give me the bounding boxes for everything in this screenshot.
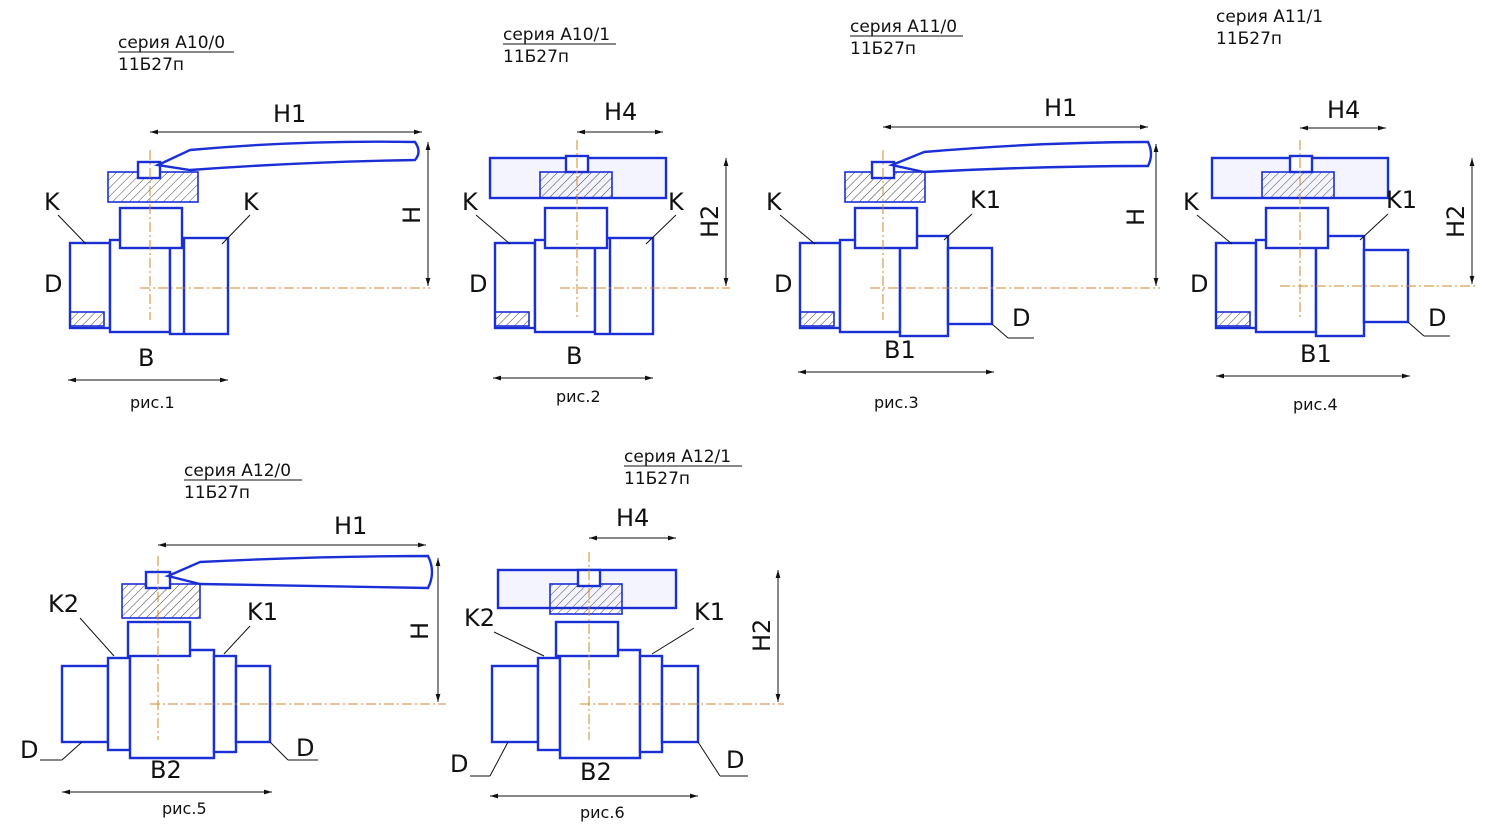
dim-label-bottom: B1 bbox=[1300, 340, 1332, 368]
figure-2: серия А10/1 11Б27п H4 H2 K K D B рис.2 bbox=[462, 25, 730, 406]
leader-right bbox=[651, 627, 695, 655]
d-label-left: D bbox=[774, 270, 792, 298]
leader-left bbox=[57, 214, 87, 245]
figure-caption: рис.2 bbox=[556, 387, 601, 406]
d-label-right: D bbox=[1012, 304, 1030, 332]
dim-label-bottom: B bbox=[566, 342, 582, 370]
valve-body bbox=[1210, 140, 1478, 338]
leader-d-left bbox=[489, 741, 509, 777]
conn-label-left: K2 bbox=[48, 590, 79, 618]
leader-d-right bbox=[269, 741, 289, 761]
dim-label-bottom: B1 bbox=[884, 336, 916, 364]
model-code: 11Б27п bbox=[118, 55, 184, 75]
series-title: серия А12/0 bbox=[184, 461, 291, 481]
leader-left bbox=[79, 617, 115, 657]
leader-d-right bbox=[991, 323, 1009, 339]
leader-d-right bbox=[1407, 321, 1425, 337]
d-label-right: D bbox=[726, 746, 744, 774]
valve-body bbox=[798, 140, 1160, 338]
d-label-left: D bbox=[1190, 270, 1208, 298]
model-code: 11Б27п bbox=[1216, 29, 1282, 49]
dim-label-top: H4 bbox=[616, 504, 649, 532]
conn-label-left: K2 bbox=[464, 604, 495, 632]
dim-label-bottom: B2 bbox=[580, 758, 612, 786]
d-label-left: D bbox=[469, 270, 487, 298]
figure-5: серия А12/0 11Б27п H1 H K2 K1 D D bbox=[20, 461, 446, 818]
dim-label-bottom: B2 bbox=[150, 756, 182, 784]
dim-label-top: H1 bbox=[273, 100, 306, 128]
dim-label-top: H1 bbox=[1044, 94, 1077, 122]
dim-label-side: H bbox=[406, 622, 434, 640]
leader-d-right bbox=[697, 741, 721, 777]
dim-label-side: H2 bbox=[1442, 205, 1470, 238]
conn-label-right: K1 bbox=[1386, 186, 1417, 214]
leader-left bbox=[493, 631, 545, 657]
series-title: серия А11/1 bbox=[1216, 7, 1323, 27]
valve-body bbox=[68, 140, 430, 336]
figure-caption: рис.4 bbox=[1293, 395, 1338, 414]
leader-right bbox=[943, 213, 973, 241]
figure-6: серия А12/1 11Б27п H4 H2 K2 K1 D D bbox=[450, 447, 784, 822]
series-title: серия А10/1 bbox=[503, 25, 610, 45]
conn-label-left: K bbox=[1183, 188, 1200, 216]
figure-caption: рис.1 bbox=[130, 393, 175, 412]
conn-label-right: K1 bbox=[970, 186, 1001, 214]
leader-left bbox=[779, 214, 816, 245]
series-title: серия А11/0 bbox=[850, 17, 957, 37]
series-title: серия А10/0 bbox=[118, 33, 225, 53]
valve-body bbox=[488, 140, 730, 336]
model-code: 11Б27п bbox=[503, 47, 569, 67]
d-label-left: D bbox=[20, 736, 38, 764]
model-code: 11Б27п bbox=[184, 483, 250, 503]
conn-label-right: K1 bbox=[694, 598, 725, 626]
series-title: серия А12/1 bbox=[624, 447, 731, 467]
conn-label-right: K bbox=[243, 188, 260, 216]
leader-left bbox=[1196, 214, 1233, 245]
figure-caption: рис.3 bbox=[874, 393, 919, 412]
leader-right bbox=[645, 214, 677, 245]
figure-caption: рис.5 bbox=[162, 799, 207, 818]
figure-4: серия А11/1 11Б27п H4 H2 K K1 D D B1 рис bbox=[1183, 7, 1478, 414]
figure-3: серия А11/0 11Б27п H1 H K K1 D D B1 bbox=[766, 17, 1160, 412]
d-label-right: D bbox=[296, 734, 314, 762]
model-code: 11Б27п bbox=[624, 469, 690, 489]
leader-right bbox=[223, 625, 251, 655]
dim-label-side: H2 bbox=[696, 205, 724, 238]
leader-right bbox=[1359, 213, 1389, 241]
dim-label-side: H bbox=[398, 206, 426, 224]
d-label-right: D bbox=[1428, 304, 1446, 332]
conn-label-left: K bbox=[766, 188, 783, 216]
leader-d-left bbox=[61, 741, 83, 761]
conn-label-right: K1 bbox=[247, 598, 278, 626]
leader-left bbox=[475, 214, 511, 245]
dim-label-bottom: B bbox=[138, 344, 154, 372]
dim-label-side: H bbox=[1122, 208, 1150, 226]
dim-label-side: H2 bbox=[748, 619, 776, 652]
model-code: 11Б27п bbox=[850, 39, 916, 59]
dim-label-top: H4 bbox=[604, 98, 637, 126]
valve-body bbox=[60, 554, 446, 760]
dim-label-top: H4 bbox=[1327, 96, 1360, 124]
figure-1: серия А10/0 11Б27п H1 H K K D B рис.1 bbox=[44, 33, 431, 412]
conn-label-left: K bbox=[462, 188, 479, 216]
d-label-left: D bbox=[450, 750, 468, 778]
conn-label-left: K bbox=[44, 188, 61, 216]
dim-label-top: H1 bbox=[334, 512, 367, 540]
leader-right bbox=[221, 214, 251, 245]
figure-caption: рис.6 bbox=[580, 803, 625, 822]
d-label-left: D bbox=[44, 270, 62, 298]
conn-label-right: K bbox=[668, 188, 685, 216]
valve-body bbox=[490, 552, 784, 760]
